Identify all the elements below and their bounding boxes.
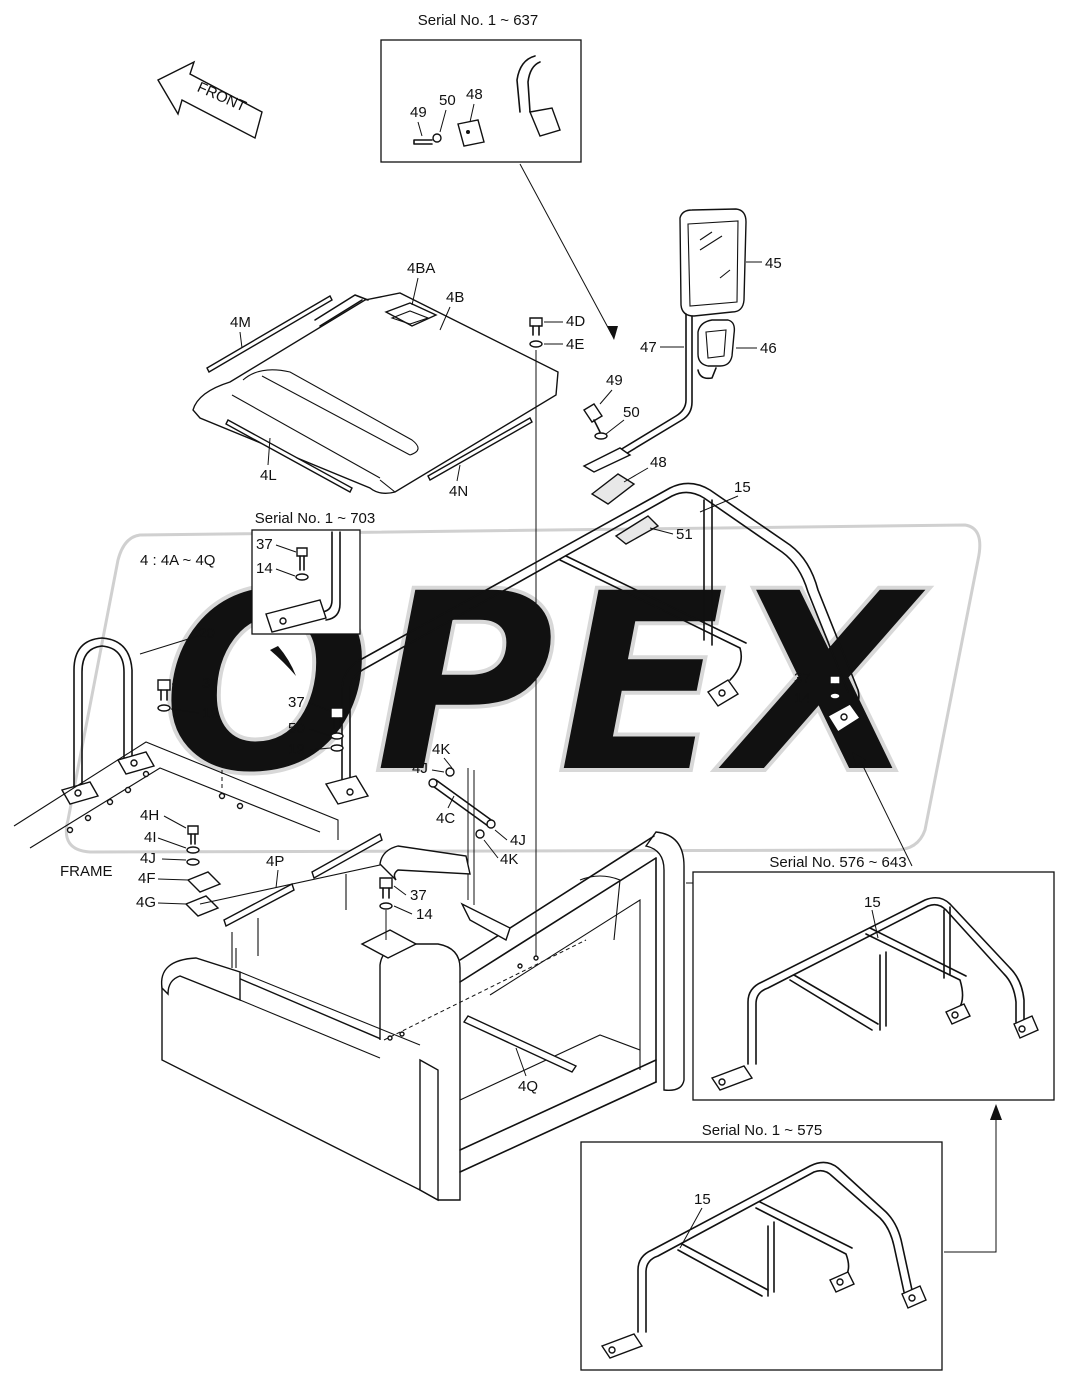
- guard-right-fasteners: [829, 675, 841, 700]
- inset-mid: Serial No. 1 ~ 703 37 14: [251, 510, 376, 635]
- callout-48: 48: [650, 454, 667, 471]
- guard-frame-15: [324, 482, 861, 805]
- left-fastener-stack: [184, 825, 222, 917]
- roof-panel: [192, 292, 559, 495]
- bolt-4D: [529, 317, 543, 960]
- inset-bottom-leader: [944, 1118, 997, 1253]
- link-4C: [428, 767, 496, 905]
- callout-51: 51: [676, 526, 693, 543]
- callout-50b: 50: [288, 720, 305, 737]
- inset-right-caption: Serial No. 576 ~ 643: [769, 854, 906, 871]
- inset-top-caption: Serial No. 1 ~ 637: [418, 12, 539, 29]
- callout-4Q: 4Q: [518, 1078, 538, 1095]
- callout-4D: 4D: [566, 313, 585, 330]
- base-deck: [13, 741, 339, 849]
- inset-bottom: Serial No. 1 ~ 575 15: [580, 1122, 943, 1371]
- callout-14c: 14: [794, 690, 811, 707]
- frame-label: FRAME: [60, 863, 113, 880]
- handrail-20: [60, 637, 156, 805]
- inset-mid-pointer: [270, 646, 296, 676]
- callout-45: 45: [765, 255, 782, 272]
- callout-20: 20: [198, 625, 215, 642]
- callout-4E: 4E: [566, 336, 584, 353]
- callout-4K2: 4K: [500, 851, 518, 868]
- mirror-assembly: [582, 208, 747, 473]
- callout-4J3: 4J: [140, 850, 156, 867]
- callout-37d: 37: [410, 887, 427, 904]
- inset-mid-label-37: 37: [256, 536, 273, 553]
- callout-14d: 14: [416, 906, 433, 923]
- callout-46: 46: [760, 340, 777, 357]
- callout-4F: 4F: [138, 870, 156, 887]
- inset-bottom-label-15: 15: [694, 1191, 711, 1208]
- callout-4L: 4L: [260, 467, 277, 484]
- callout-4N: 4N: [449, 483, 468, 500]
- group-note: 4 : 4A ~ 4Q: [140, 552, 215, 569]
- callout-4J: 4J: [412, 760, 428, 777]
- callout-4P: 4P: [266, 853, 284, 870]
- callout-37c: 37: [794, 670, 811, 687]
- callout-15: 15: [734, 479, 751, 496]
- callout-37b: 37: [288, 694, 305, 711]
- mirror-fasteners: [583, 403, 660, 545]
- callout-4C: 4C: [436, 810, 455, 827]
- inset-top-label-50: 50: [439, 92, 456, 109]
- callout-4B: 4B: [446, 289, 464, 306]
- callout-4BA: 4BA: [407, 260, 435, 277]
- inset-bottom-caption: Serial No. 1 ~ 575: [702, 1122, 823, 1139]
- guard-left-fasteners: [330, 707, 344, 752]
- inset-right: Serial No. 576 ~ 643 15: [692, 854, 1055, 1101]
- inset-top-leader: [519, 163, 613, 336]
- body-fasteners: [379, 877, 393, 940]
- callout-4G: 4G: [136, 894, 156, 911]
- inset-mid-label-14: 14: [256, 560, 273, 577]
- callout-49: 49: [606, 372, 623, 389]
- inset-top: Serial No. 1 ~ 637 49 50 48: [380, 12, 582, 163]
- callout-4J2: 4J: [510, 832, 526, 849]
- callout-47: 47: [640, 339, 657, 356]
- callout-4M: 4M: [230, 314, 251, 331]
- handrail-fasteners: [157, 679, 171, 712]
- callout-50: 50: [623, 404, 640, 421]
- inset-top-label-48: 48: [466, 86, 483, 103]
- callout-4K: 4K: [432, 741, 450, 758]
- callout-19a: 19: [202, 705, 219, 722]
- main-body-4A: [160, 831, 685, 1202]
- callout-4I: 4I: [144, 829, 157, 846]
- callout-4H: 4H: [140, 807, 159, 824]
- inset-top-label-49: 49: [410, 104, 427, 121]
- callout-19b: 19: [288, 741, 305, 758]
- inset-mid-caption: Serial No. 1 ~ 703: [255, 510, 376, 527]
- inset-right-label-15: 15: [864, 894, 881, 911]
- callout-37a: 37: [202, 675, 219, 692]
- front-arrow: FRONT: [157, 60, 263, 140]
- inset-right-leader: [861, 763, 913, 867]
